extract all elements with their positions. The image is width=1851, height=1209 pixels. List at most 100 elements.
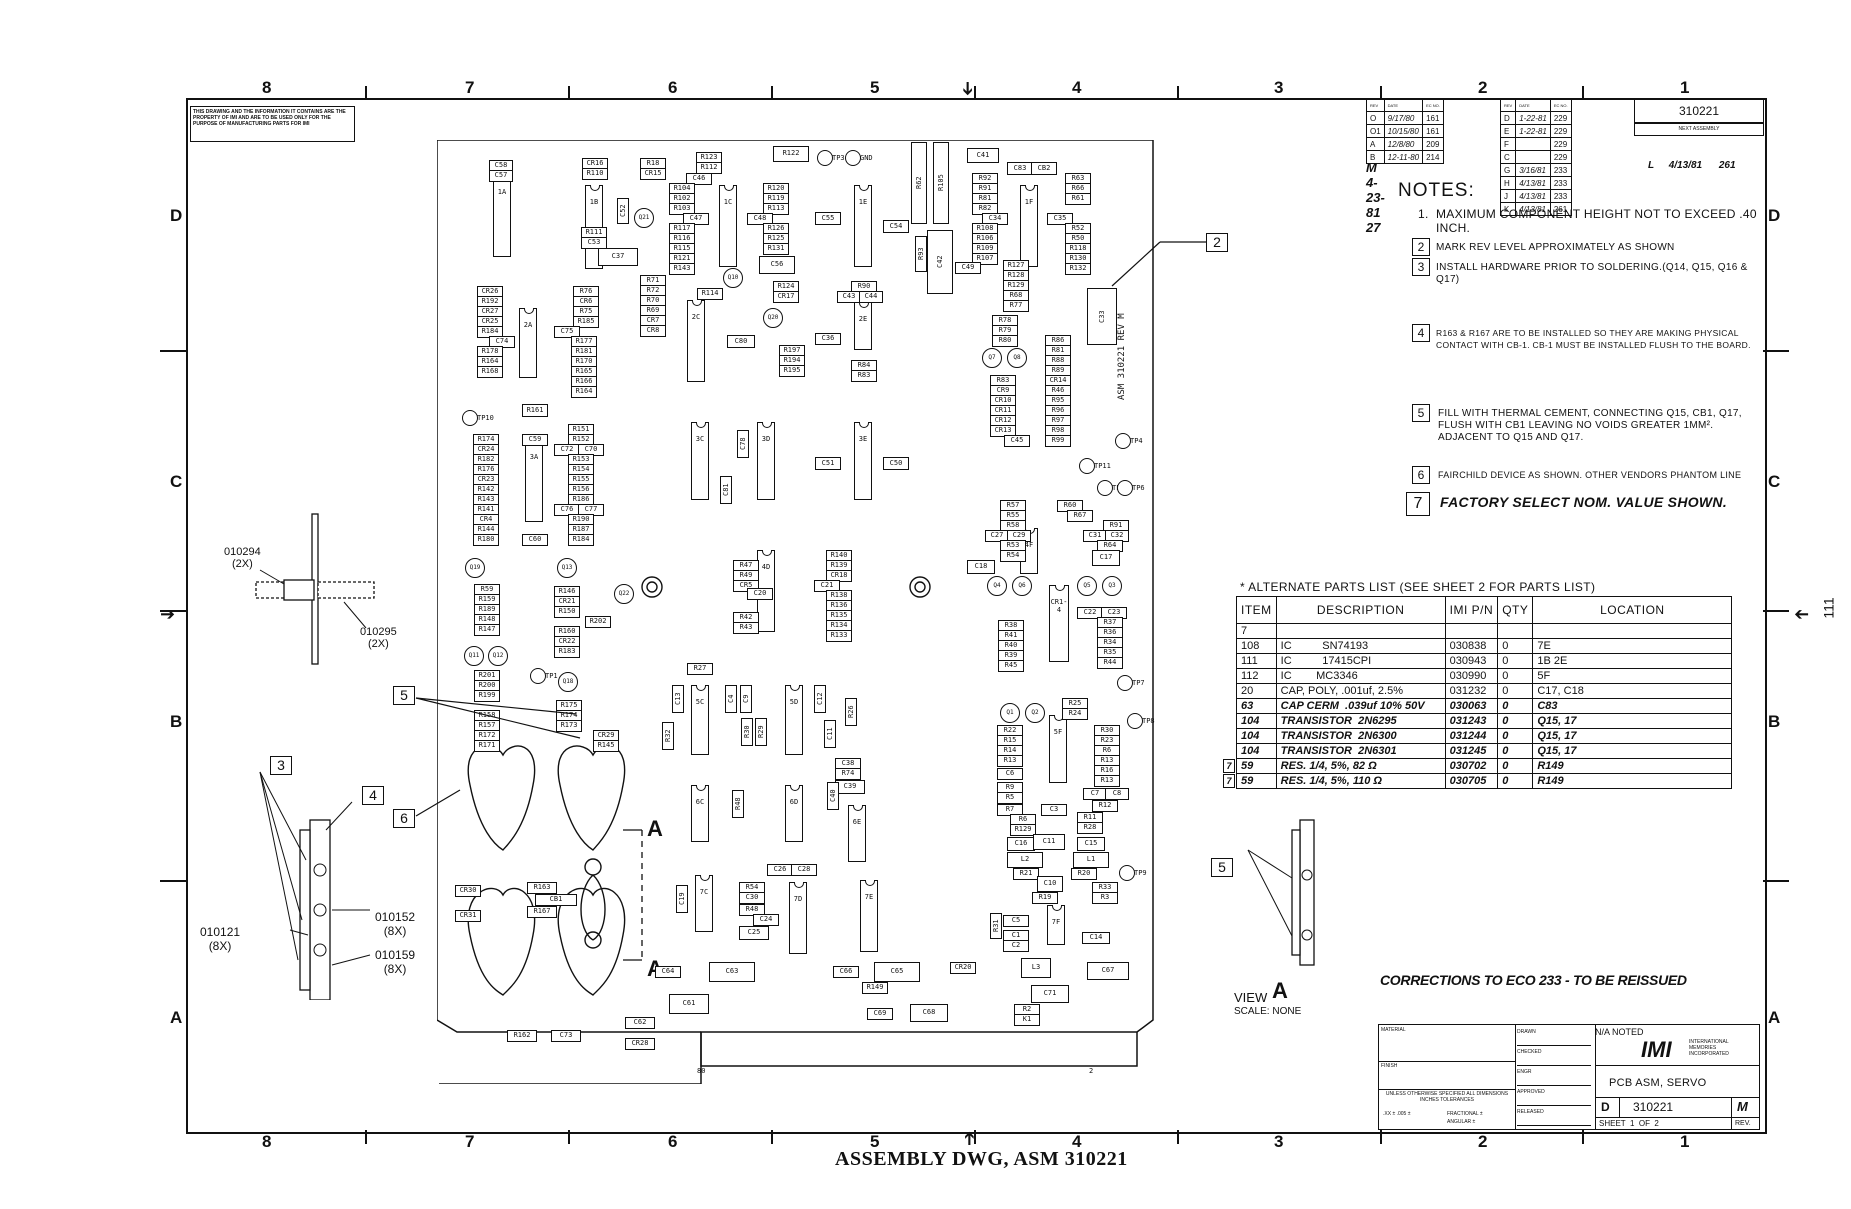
board-component: C80 <box>727 335 755 348</box>
zone-number-bottom: 4 <box>1072 1132 1082 1151</box>
revision-cell: J <box>1499 189 1517 203</box>
board-component: R21 <box>1013 868 1039 880</box>
ic-label: 6D <box>789 798 799 806</box>
zone-number-bottom: 6 <box>668 1132 678 1151</box>
revision-cell: 9/17/80 <box>1383 111 1424 125</box>
board-component: R13 <box>997 755 1023 767</box>
ic-label: 4D <box>761 563 771 571</box>
transistor: Q1 <box>1000 703 1020 723</box>
parts-item-number: 20 <box>1241 685 1254 697</box>
board-component: R199 <box>474 690 500 702</box>
rev-l-date: 4/13/81 <box>1668 160 1703 171</box>
zone-number-top: 4 <box>1072 78 1082 97</box>
zone-letter-left: C <box>170 472 183 491</box>
parts-cell-qty: 0 <box>1497 668 1534 684</box>
parts-cell-desc: CAP, POLY, .001uf, 2.5% <box>1275 683 1446 699</box>
drawing-number: 310221 <box>1633 1100 1674 1114</box>
parts-cell-desc: IC SN74193 <box>1275 638 1446 654</box>
revision-cell: 233 <box>1549 176 1572 190</box>
board-component: R44 <box>1097 657 1123 669</box>
ic-label: 2C <box>691 313 701 321</box>
parts-cell-pn: 030990 <box>1444 668 1499 684</box>
board-component: CR20 <box>950 962 976 974</box>
material-label: MATERIAL <box>1381 1027 1406 1033</box>
zone-letter-right: D <box>1768 206 1781 225</box>
test-point <box>845 150 861 166</box>
parts-item-number: 108 <box>1241 640 1260 652</box>
parts-cell-qty: 0 <box>1497 653 1534 669</box>
ic-package: 3A <box>525 440 543 522</box>
ic-package: 6C <box>691 785 709 842</box>
ic-package: 5C <box>691 685 709 755</box>
board-component: R27 <box>687 663 713 675</box>
parts-cell-item: 104 <box>1236 728 1277 744</box>
revision-cell: F <box>1499 137 1517 151</box>
zone-number-top: 6 <box>668 78 678 97</box>
board-component: CR28 <box>625 1038 655 1050</box>
transistor: Q10 <box>723 268 743 288</box>
tb-divider-3 <box>1595 1065 1759 1066</box>
revision-cell: 1-22-81 <box>1515 111 1551 125</box>
test-point-label: TP7 <box>1132 679 1145 687</box>
zone-tick-bottom <box>1582 1130 1584 1144</box>
tb-divider-5 <box>1619 1097 1620 1117</box>
zone-number-bottom: 2 <box>1478 1132 1488 1151</box>
board-component: C49 <box>955 262 981 274</box>
note-5-text: FILL WITH THERMAL CEMENT, CONNECTING Q15… <box>1438 408 1742 443</box>
parts-cell-pn <box>1444 623 1499 639</box>
callout-2: 2 <box>1206 233 1228 252</box>
zone-tick-right <box>1763 880 1789 882</box>
revision-cell: 209 <box>1422 137 1444 151</box>
ic-package: 1A <box>493 175 511 257</box>
board-component: C67 <box>1087 962 1129 980</box>
board-component: R30 <box>741 718 753 746</box>
notes-title: NOTES: <box>1398 180 1475 201</box>
approval-field: RELEASED <box>1517 1109 1591 1126</box>
tolerance-frac: FRACTIONAL ± <box>1447 1111 1483 1117</box>
board-component: C71 <box>1031 985 1069 1003</box>
board-component: R105 <box>933 142 949 224</box>
board-component: R5 <box>997 792 1023 804</box>
parts-cell-pn: 030838 <box>1444 638 1499 654</box>
parts-cell-qty: 0 <box>1497 758 1534 774</box>
zone-tick-top <box>568 86 570 98</box>
parts-cell-desc: CAP CERM .039uf 10% 50V <box>1275 698 1446 714</box>
note-2-text: MARK REV LEVEL APPROXIMATELY AS SHOWN <box>1436 242 1675 253</box>
board-component: R164 <box>571 386 597 398</box>
board-component: R172 <box>474 730 500 742</box>
board-component: R12 <box>1092 800 1118 812</box>
board-component: R184 <box>568 534 594 546</box>
board-component: R81 <box>1045 345 1071 357</box>
drawing-title: PCB ASM, SERVO <box>1609 1077 1707 1089</box>
hardware-part-010294: 010294 (2X) <box>224 546 261 570</box>
board-component: R143 <box>669 263 695 275</box>
board-component: C44 <box>859 291 883 303</box>
note-1-text: MAXIMUM COMPONENT HEIGHT NOT TO EXCEED .… <box>1436 207 1757 235</box>
zone-tick-bottom <box>974 1130 976 1144</box>
test-point <box>817 150 833 166</box>
board-component: R147 <box>474 624 500 636</box>
zone-tick-top <box>974 86 976 98</box>
board-component: C51 <box>815 457 841 470</box>
board-component: R78 <box>992 315 1018 327</box>
board-component: C59 <box>522 434 548 446</box>
callout-5-view-a: 5 <box>1211 858 1233 877</box>
revision-cell <box>1515 137 1551 151</box>
board-component: L2 <box>1007 852 1043 868</box>
ic-package: 2C <box>687 300 705 382</box>
ic-package: 7C <box>695 875 713 932</box>
board-component: R126 <box>763 223 789 235</box>
parts-cell-qty: 0 <box>1497 683 1534 699</box>
board-component: R80 <box>992 335 1018 347</box>
zone-tick-bottom <box>365 1130 367 1144</box>
parts-header-cell: QTY <box>1497 596 1534 624</box>
test-point-label: TP4 <box>1130 437 1143 445</box>
test-point <box>1079 458 1095 474</box>
parts-cell-item: 111 <box>1236 653 1277 669</box>
transistor: Q3 <box>1102 576 1122 596</box>
